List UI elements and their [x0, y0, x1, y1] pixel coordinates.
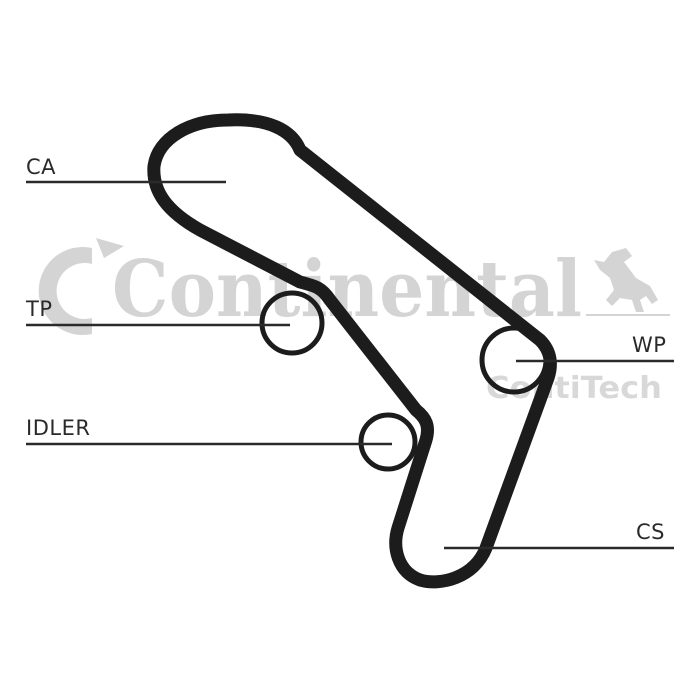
horse-logo-icon — [594, 248, 658, 312]
continental-c-logo-icon — [38, 247, 92, 335]
label-wp: WP — [632, 333, 667, 357]
watermark-sub-brand: ContiTech — [486, 371, 662, 406]
timing-belt — [147, 113, 557, 589]
label-cs: CS — [636, 520, 665, 544]
label-tp: TP — [26, 297, 53, 321]
pulley-idler — [358, 412, 418, 472]
label-idler: IDLER — [26, 416, 91, 440]
pulley-tp — [259, 290, 325, 356]
label-ca: CA — [26, 155, 57, 179]
